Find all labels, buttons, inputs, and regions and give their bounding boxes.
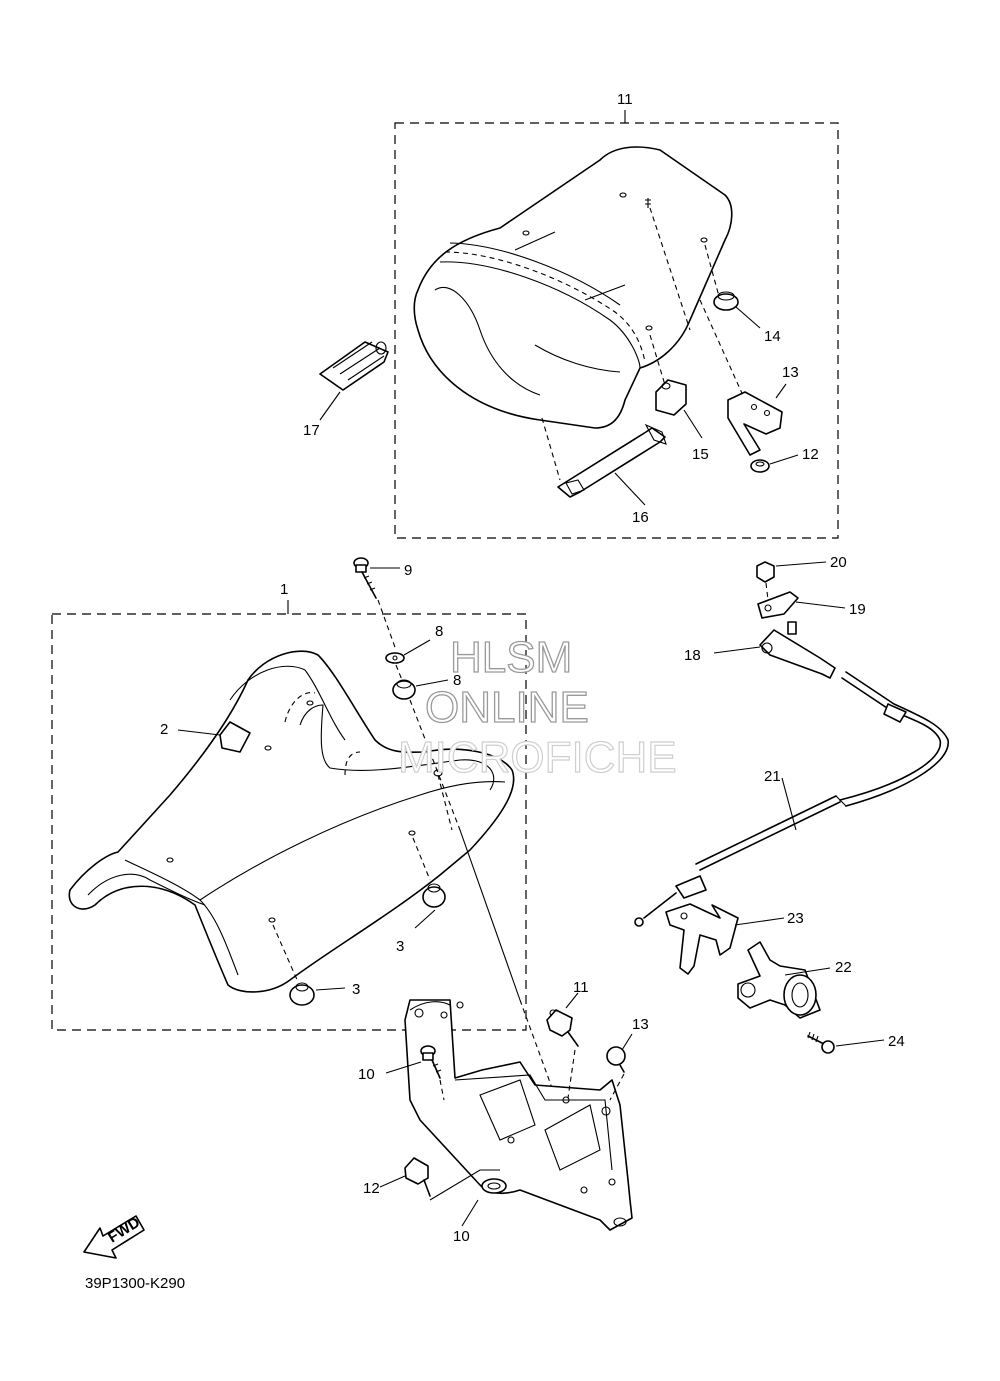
callout-2: 2 xyxy=(160,721,168,738)
callout-12: 12 xyxy=(802,446,819,463)
bolt-6 xyxy=(353,557,403,681)
bolt-24 xyxy=(807,1031,885,1054)
callout-24: 24 xyxy=(888,1033,905,1050)
callout-18: 18 xyxy=(684,647,701,664)
watermark-line2: ONLINE xyxy=(425,683,589,732)
callout-20: 20 xyxy=(830,554,847,571)
callout-21: 21 xyxy=(764,768,781,785)
callout-23: 23 xyxy=(787,910,804,927)
callout-14: 14 xyxy=(764,328,781,345)
rear-seat-group-box xyxy=(394,122,839,539)
callout-labels: 11 14 13 12 15 16 17 1 9 8 8 2 3 3 11 13… xyxy=(160,91,905,1245)
callout-7: 10 xyxy=(453,1228,470,1245)
callout-4: 8 xyxy=(453,672,461,689)
cap-9 xyxy=(606,1033,633,1101)
callout-15: 15 xyxy=(692,446,709,463)
diagram-id: 39P1300-K290 xyxy=(85,1275,185,1292)
callout-3a: 3 xyxy=(396,938,404,955)
stopper-8b xyxy=(379,1157,500,1201)
callout-17: 17 xyxy=(303,422,320,439)
fwd-arrow-icon: FWD xyxy=(83,1214,145,1259)
collar-5 xyxy=(385,639,431,664)
callout-8a: 11 xyxy=(573,979,589,996)
watermark: HLSM ONLINE MICROFICHE xyxy=(397,632,677,782)
callout-11: 11 xyxy=(617,91,633,108)
callout-9: 13 xyxy=(632,1016,649,1033)
bracket-23 xyxy=(665,903,785,975)
callout-8b: 12 xyxy=(363,1180,380,1197)
front-seat xyxy=(68,650,515,993)
callout-3b: 3 xyxy=(352,981,360,998)
callout-1: 1 xyxy=(280,581,288,598)
front-seat-group xyxy=(51,600,527,1031)
clip-2 xyxy=(177,721,251,753)
callout-10: 10 xyxy=(358,1066,375,1083)
callout-22: 22 xyxy=(835,959,852,976)
damper-3a xyxy=(412,837,446,929)
seat-bracket-7 xyxy=(404,999,633,1231)
strap-16 xyxy=(557,423,667,506)
cover-17 xyxy=(319,341,389,421)
rear-seat-group xyxy=(394,110,839,539)
watermark-line3: MICROFICHE xyxy=(398,733,677,782)
front-seat-group-box xyxy=(51,613,527,1031)
damper-14 xyxy=(713,291,761,329)
cable-21 xyxy=(634,671,949,927)
watermark-line1: HLSM xyxy=(450,633,572,682)
callout-19: 19 xyxy=(849,601,866,618)
lock-22 xyxy=(737,941,831,1019)
callout-16: 16 xyxy=(632,509,649,526)
nut-12 xyxy=(750,454,799,473)
callout-6: 9 xyxy=(404,562,412,579)
bolt-10 xyxy=(385,1045,445,1101)
rear-seat xyxy=(413,146,733,429)
callout-5: 8 xyxy=(435,623,443,640)
bracket-13 xyxy=(727,383,787,456)
nut-15 xyxy=(655,379,703,439)
stopper-8a xyxy=(546,992,579,1099)
callout-13: 13 xyxy=(782,364,799,381)
nut-20 xyxy=(756,561,827,583)
holder-18 xyxy=(713,621,836,679)
plate-19 xyxy=(757,591,846,619)
grommet-4 xyxy=(392,679,449,700)
damper-3b xyxy=(272,924,346,1006)
